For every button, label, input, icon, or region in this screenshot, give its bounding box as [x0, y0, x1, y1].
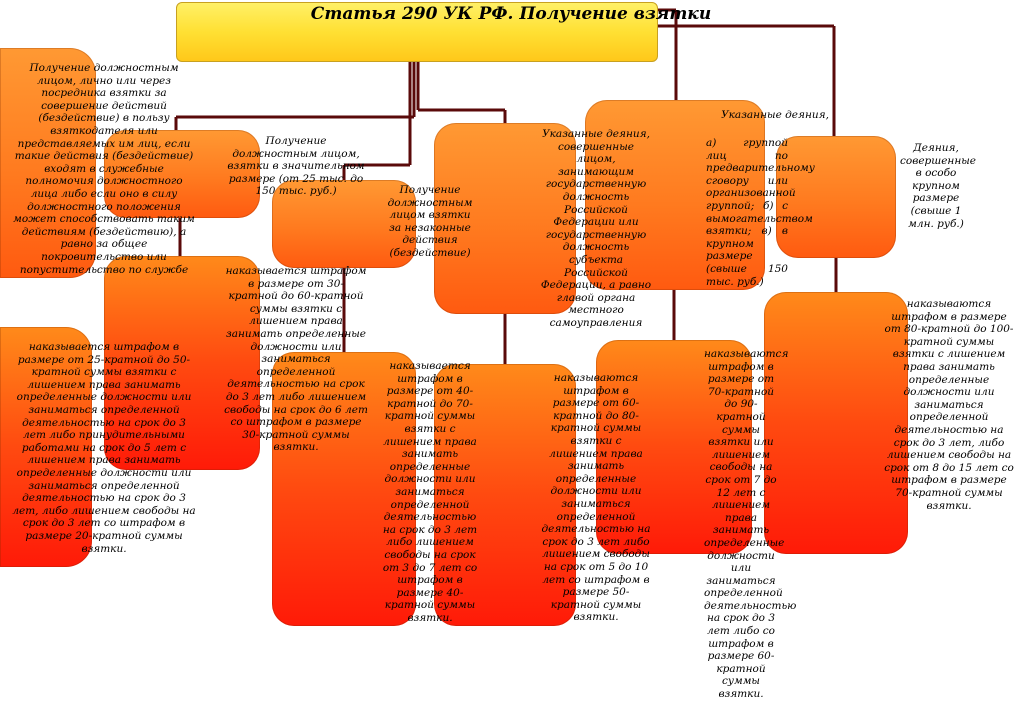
significant-size-penalty-box [104, 256, 260, 470]
large-size-text: Деяния, совершенные в особо крупном разм… [900, 142, 977, 230]
illegal-actions-penalty-box [272, 352, 416, 626]
group-extortion-text: а) группой лиц по предварительному сгово… [706, 137, 815, 288]
definition-box [0, 48, 96, 278]
group-extortion-penalty-box [596, 340, 752, 554]
definition-penalty-box [0, 327, 92, 567]
significant-size-text: Получение должностным лицом, взятки в зн… [227, 135, 365, 198]
significant-size-box [104, 130, 260, 218]
illegal-actions-box [272, 180, 416, 268]
significant-size-penalty-text: наказывается штрафом в размере от 30-кра… [224, 265, 368, 454]
state-official-text: Указанные деяния, совершенные лицом, зан… [540, 128, 652, 329]
state-official-penalty-text: наказываются штрафом в размере от 60-кра… [541, 372, 651, 624]
title-box [176, 2, 658, 62]
group-extortion-box [585, 100, 765, 290]
large-size-box [776, 136, 896, 258]
large-size-penalty-text: наказываются штрафом в размере от 80-кра… [884, 298, 1014, 512]
state-official-penalty-box [434, 364, 576, 626]
definition-penalty-text: наказывается штрафом в размере от 25-кра… [12, 341, 196, 555]
group-extortion-heading: Указанные деяния, [721, 109, 829, 121]
illegal-actions-text: Получение должностным лицом взятки за не… [387, 184, 473, 259]
definition-text: Получение должностным лицом, лично или ч… [13, 62, 195, 276]
illegal-actions-penalty-text: наказывается штрафом в размере от 40-кра… [382, 360, 478, 624]
connector-lines [174, 8, 838, 364]
state-official-box [434, 123, 576, 314]
diagram-title: Статья 290 УК РФ. Получение взятки [310, 4, 712, 24]
group-extortion-penalty-text: наказываются штрафом в размере от 70-кра… [704, 348, 797, 701]
large-size-penalty-box [764, 292, 908, 554]
